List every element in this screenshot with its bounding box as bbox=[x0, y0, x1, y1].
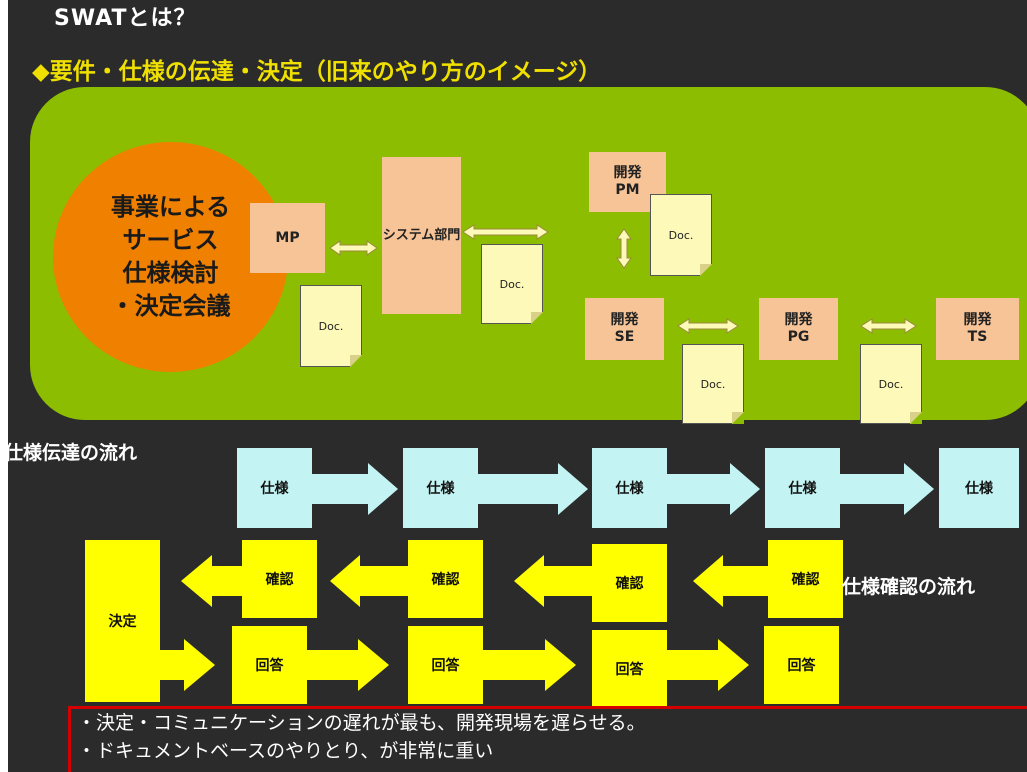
arrow-layer bbox=[160, 224, 934, 691]
spec-box: 仕様 bbox=[237, 448, 312, 528]
answer-flow-arrow bbox=[160, 639, 215, 691]
answer-flow-arrow bbox=[307, 639, 389, 691]
spec-box: 仕様 bbox=[939, 448, 1019, 528]
spec-flow-arrow bbox=[311, 463, 398, 515]
confirm-box: 確認 bbox=[592, 544, 667, 622]
double-arrow-pg-ts bbox=[860, 318, 917, 334]
note-line: ・決定・コミュニケーションの遅れが最も、開発現場を遅らせる。 bbox=[77, 712, 646, 734]
pg-box: 開発 PG bbox=[759, 298, 838, 360]
answer-box: 回答 bbox=[764, 626, 839, 704]
meeting-circle: 事業による サービス 仕様検討 ・決定会議 bbox=[53, 142, 288, 372]
confirm-flow-arrow bbox=[181, 555, 242, 607]
slide: SWATとは？ ◆要件・仕様の伝達・決定（旧来のやり方のイメージ） 事業による … bbox=[8, 0, 1027, 772]
doc-icon: Doc. bbox=[650, 194, 712, 276]
double-arrow-pm-se bbox=[616, 228, 632, 269]
se-box: 開発 SE bbox=[585, 298, 664, 360]
notes-box: ・決定・コミュニケーションの遅れが最も、開発現場を遅らせる。 ・ドキュメントベー… bbox=[68, 706, 1027, 772]
confirm-box: 確認 bbox=[768, 540, 843, 618]
confirm-flow-arrow bbox=[514, 555, 592, 607]
note-line: ・ドキュメントベースのやりとり、が非常に重い bbox=[77, 740, 494, 762]
decision-box: 決定 bbox=[85, 540, 160, 702]
answer-box: 回答 bbox=[408, 626, 483, 704]
confirm-box: 確認 bbox=[242, 540, 317, 618]
doc-icon: Doc. bbox=[300, 285, 362, 367]
spec-flow-label: 仕様伝達の流れ bbox=[8, 442, 138, 464]
confirm-flow-arrow bbox=[330, 555, 408, 607]
doc-icon: Doc. bbox=[860, 344, 922, 424]
spec-box: 仕様 bbox=[592, 448, 667, 528]
mp-box: MP bbox=[250, 203, 325, 273]
answer-box: 回答 bbox=[232, 626, 307, 704]
ts-box: 開発 TS bbox=[936, 298, 1019, 360]
spec-flow-arrow bbox=[839, 463, 934, 515]
double-arrow-se-pg bbox=[677, 318, 739, 334]
spec-box: 仕様 bbox=[403, 448, 478, 528]
confirm-flow-label: 仕様確認の流れ bbox=[842, 576, 976, 598]
confirm-flow-arrow bbox=[693, 555, 768, 607]
double-arrow bbox=[329, 224, 917, 334]
spec-flow-arrow bbox=[666, 463, 760, 515]
confirm-box: 確認 bbox=[408, 540, 483, 618]
answer-box: 回答 bbox=[592, 630, 667, 708]
doc-icon: Doc. bbox=[682, 344, 744, 424]
slide-subtitle: ◆要件・仕様の伝達・決定（旧来のやり方のイメージ） bbox=[32, 59, 602, 85]
spec-box: 仕様 bbox=[765, 448, 840, 528]
answer-flow-arrow bbox=[667, 639, 749, 691]
slide-title: SWATとは？ bbox=[54, 6, 197, 31]
double-arrow-system-pm bbox=[462, 224, 549, 240]
double-arrow-mp-system bbox=[329, 240, 378, 256]
spec-flow-arrow bbox=[477, 463, 588, 515]
answer-flow-arrow bbox=[483, 639, 576, 691]
system-dept-box: システム部門 bbox=[382, 157, 461, 314]
doc-icon: Doc. bbox=[481, 244, 543, 324]
